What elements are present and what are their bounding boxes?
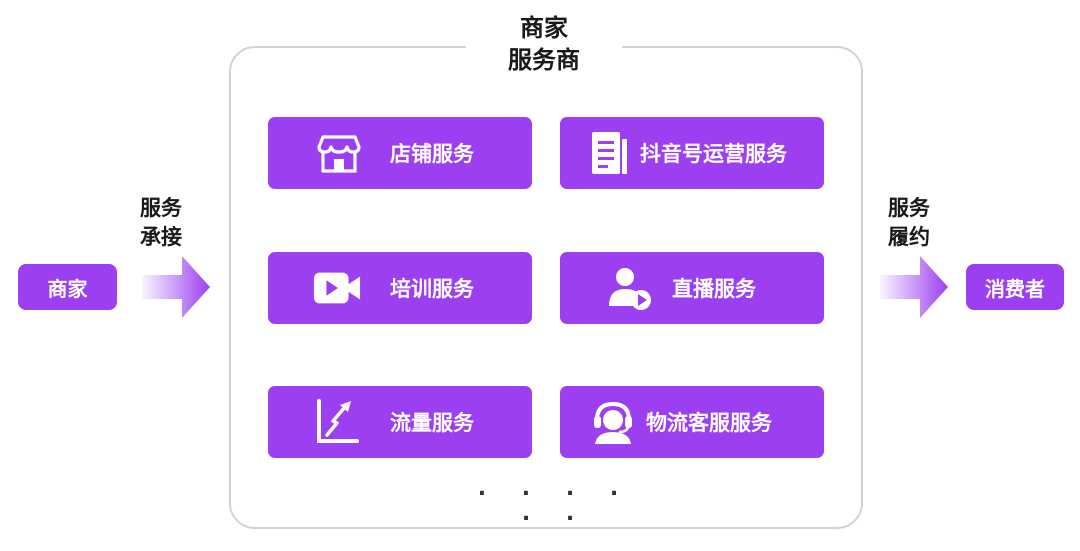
live-streamer-icon — [606, 263, 656, 313]
service-card-logistics: 物流客服服务 — [560, 386, 824, 458]
frame-title-line2: 服务商 — [508, 46, 580, 74]
service-label-logistics: 物流客服服务 — [646, 411, 772, 435]
service-intake-line1: 服务 — [140, 196, 182, 220]
service-fulfillment-line1: 服务 — [888, 196, 930, 220]
service-fulfillment-label: 服务 履约 — [879, 194, 939, 252]
service-label-store: 店铺服务 — [390, 142, 474, 166]
growth-chart-icon — [312, 397, 362, 447]
headset-agent-icon — [588, 397, 638, 447]
consumer-pill: 消费者 — [966, 264, 1064, 310]
service-intake-label: 服务 承接 — [131, 194, 191, 252]
right-arrow-icon — [142, 256, 210, 318]
service-label-livestream: 直播服务 — [672, 277, 756, 301]
more-services-ellipsis: . . . . . . — [477, 476, 633, 526]
merchant-pill: 商家 — [18, 264, 117, 310]
frame-title: 商家 服务商 — [466, 12, 622, 76]
document-icon — [586, 128, 636, 178]
service-card-traffic: 流量服务 — [268, 386, 532, 458]
service-label-account-ops: 抖音号运营服务 — [640, 142, 787, 166]
right-arrow-icon — [880, 256, 948, 318]
service-card-store: 店铺服务 — [268, 117, 532, 189]
service-card-account-ops: 抖音号运营服务 — [560, 117, 824, 189]
service-card-livestream: 直播服务 — [560, 252, 824, 324]
service-fulfillment-line2: 履约 — [888, 225, 930, 249]
consumer-label: 消费者 — [985, 276, 1045, 301]
store-icon — [314, 128, 364, 178]
merchant-label: 商家 — [47, 276, 88, 301]
service-label-traffic: 流量服务 — [390, 411, 474, 435]
service-card-training: 培训服务 — [268, 252, 532, 324]
frame-title-line1: 商家 — [520, 14, 568, 42]
video-camera-icon — [312, 263, 362, 313]
service-label-training: 培训服务 — [390, 277, 474, 301]
service-intake-line2: 承接 — [140, 225, 182, 249]
